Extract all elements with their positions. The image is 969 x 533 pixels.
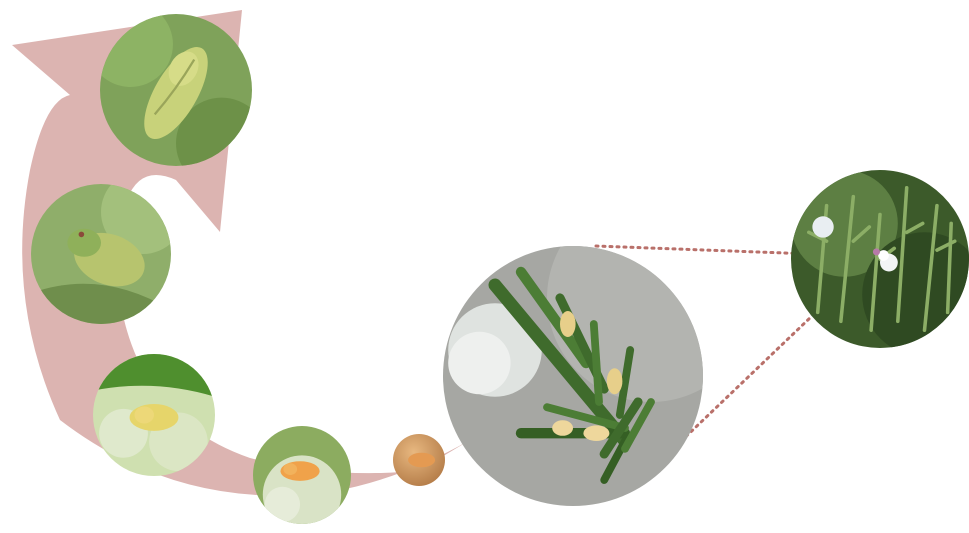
rosemary-plant-photo bbox=[791, 170, 969, 348]
nymph-in-foam-photo-large bbox=[93, 354, 215, 476]
egg-photo bbox=[393, 434, 445, 486]
nymph-in-foam-photo-small bbox=[253, 426, 351, 524]
rosemary-sprig-with-foam-photo bbox=[443, 246, 703, 506]
nymph-on-leaf-photo-top bbox=[100, 14, 252, 166]
connector-line-top bbox=[596, 246, 812, 254]
nymph-on-leaf-photo-middle bbox=[31, 184, 171, 324]
